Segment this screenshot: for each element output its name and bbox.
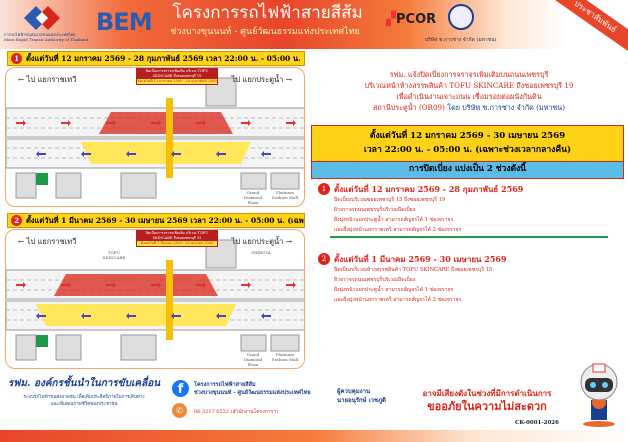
building <box>270 334 300 352</box>
landmark-grand-diamond: Grand Diamond Plaza <box>243 352 263 367</box>
phase2-map: ← ไป แยกราชเทวี ไป แยกประตูน้ำ → ปิดเบี่… <box>5 229 305 369</box>
arrow-left <box>126 151 136 157</box>
arrow-left <box>171 313 181 319</box>
seven-eleven-icon <box>36 335 48 347</box>
arrow-left <box>171 151 181 157</box>
split-heading: การปิดเบี่ยง แบ่งเป็น 2 ช่วงดังนี้ <box>311 162 624 179</box>
notice-line-2: บริเวณหน้าห้างสรรพสินค้า TOFU SKINCARE ถ… <box>364 81 574 90</box>
pr-ribbon: ประชาสัมพันธ์ <box>544 0 628 56</box>
arrow-right <box>16 120 26 126</box>
phone-icon: ✆ <box>172 403 187 418</box>
arrow-right <box>151 282 161 288</box>
noise-warning: อาจมีเสียงดังในช่วงที่มีการดำเนินการขออภ… <box>422 388 552 413</box>
footer-slogan: รฟม. องค์กรชั้นนำในการขับเคลื่อน <box>7 378 161 389</box>
phone-number: 06 3217 6532 (สำนักงานโครงการฯ) <box>194 409 278 415</box>
phase1-detail: 1 ตั้งแต่วันที่ 12 มกราคม 2569 - 28 กุมภ… <box>318 183 618 235</box>
arrow-right <box>196 120 206 126</box>
contractor-name: บริษัท ช.การช่าง จำกัด (มหาชน) <box>425 37 497 43</box>
notice-line-3: เพื่อดำเนินงานเจาะถนน เชื่อมรอยต่อผนังกั… <box>396 92 542 101</box>
closure-zone-top <box>54 274 218 296</box>
building <box>15 172 37 199</box>
arrow-right <box>151 120 161 126</box>
bem-logo: BEM <box>96 8 153 36</box>
arrow-left <box>36 151 46 157</box>
arrow-left <box>81 313 91 319</box>
building <box>120 334 157 361</box>
road-diagram <box>6 239 304 361</box>
notice-line-1: รฟม. แจ้งปิดเบี่ยงการจราจรเพิ่มเติมบนถนน… <box>389 70 549 79</box>
facebook-icon[interactable]: f <box>172 380 189 397</box>
building <box>270 172 300 190</box>
phase2-detail: 2 ตั้งแต่วันที่ 1 มีนาคม 2569 - 30 เมษาย… <box>318 253 618 305</box>
building <box>120 172 157 199</box>
landmark-platinum: Platinum Fashion Mall <box>271 352 299 362</box>
supervisor: ผู้ควบคุมงานนายอนุรักษ์ เวชภูติ <box>337 388 386 404</box>
median <box>6 298 304 302</box>
arrow-left <box>261 151 271 157</box>
arrow-left <box>81 151 91 157</box>
footer-desc: ระบบรถไฟฟ้าขนส่งมวลชน เพื่อเพิ่มประสิทธิ… <box>23 395 145 407</box>
arrow-right <box>61 282 71 288</box>
right-direction: ไป แยกประตูน้ำ → <box>231 75 292 84</box>
notice-line-4: สถานีประตูน้ำ (OR09) โดย บริษัท ช.การช่า… <box>372 103 566 112</box>
divider <box>330 236 608 238</box>
pcor-logo: ▞PCOR <box>386 12 437 27</box>
building <box>55 334 82 361</box>
building <box>240 334 267 352</box>
landmark-shibuya: SHIBUYA <box>251 250 271 255</box>
map-callout: ปิดเบี่ยงการจราจรเพิ่มเติม บริเวณ TOFU S… <box>136 230 218 247</box>
mascot-image <box>580 363 618 427</box>
arrow-left <box>261 313 271 319</box>
landmark-grand-diamond: Grand Diamond Plaza <box>243 190 263 205</box>
building <box>205 239 237 269</box>
footer-stripe <box>0 430 628 442</box>
left-direction: ← ไป แยกราชเทวี <box>18 237 77 246</box>
map-callout: ปิดเบี่ยงการจราจรเพิ่มเติม บริเวณ TOFU S… <box>136 68 218 85</box>
arrow-left <box>126 313 136 319</box>
arrow-right <box>286 120 296 126</box>
arrow-right <box>286 282 296 288</box>
arrow-left <box>216 313 226 319</box>
station-box <box>166 260 173 340</box>
landmark-platinum: Platinum Fashion Mall <box>271 190 299 200</box>
mrta-logo <box>24 6 60 30</box>
building <box>55 172 82 199</box>
left-direction: ← ไป แยกราชเทวี <box>18 75 77 84</box>
project-subtitle: ช่วงบางขุนนนท์ - ศูนย์วัฒนธรรมแห่งประเทศ… <box>170 27 360 37</box>
median <box>6 136 304 140</box>
project-title: โครงการรถไฟฟ้าสายสีส้ม <box>172 3 363 23</box>
right-direction: ไป แยกประตูน้ำ → <box>231 237 292 246</box>
station-box <box>166 98 173 178</box>
arrow-right <box>241 120 251 126</box>
road-diagram <box>6 77 304 199</box>
facebook-page[interactable]: โครงการรถไฟฟ้าสายสีส้มช่วงบางขุนนนท์ - ศ… <box>194 382 311 396</box>
arrow-left <box>216 151 226 157</box>
arrow-right <box>196 282 206 288</box>
period-box: ตั้งแต่วันที่ 12 มกราคม 2569 - 30 เมษายน… <box>311 125 624 162</box>
seven-eleven-icon <box>36 173 48 185</box>
phase1-map: ← ไป แยกราชเทวี ไป แยกประตูน้ำ → ปิดเบี่… <box>5 67 305 207</box>
landmark-tofu: TOFU SKINCARE <box>102 250 126 260</box>
building <box>15 334 37 361</box>
arrow-right <box>61 120 71 126</box>
arrow-right <box>241 282 251 288</box>
arrow-left <box>36 313 46 319</box>
arrow-right <box>106 120 116 126</box>
ck-seal-logo <box>448 4 474 30</box>
arrow-right <box>16 282 26 288</box>
building <box>240 172 267 190</box>
doc-code: CK-0001-2026 <box>515 420 559 426</box>
arrow-right <box>106 282 116 288</box>
